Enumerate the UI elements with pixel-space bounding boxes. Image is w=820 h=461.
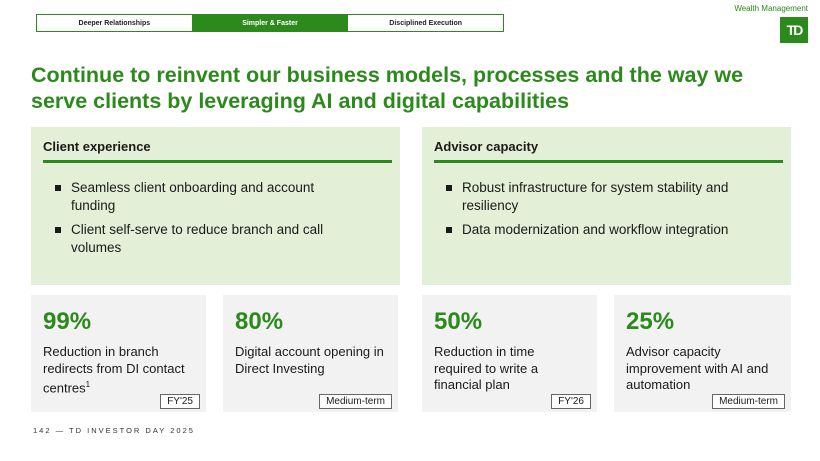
footnote-marker: 1 xyxy=(85,380,91,389)
bullet-text: Client self-serve to reduce branch and c… xyxy=(71,222,324,255)
bullet-square-icon xyxy=(55,185,61,191)
panel-title: Advisor capacity xyxy=(434,139,783,163)
stat-description: Digital account opening in Direct Invest… xyxy=(235,344,384,376)
stat-card-advisor-capacity: 25% Advisor capacity improvement with AI… xyxy=(614,295,791,412)
stat-description: Advisor capacity improvement with AI and… xyxy=(626,344,769,392)
list-item: Client self-serve to reduce branch and c… xyxy=(55,221,388,257)
bullet-square-icon xyxy=(446,185,452,191)
stat-card-digital-account: 80% Digital account opening in Direct In… xyxy=(223,295,398,412)
stat-value: 50% xyxy=(434,308,483,335)
list-item: Robust infrastructure for system stabili… xyxy=(446,179,779,215)
bullet-text: Seamless client onboarding and account f… xyxy=(71,180,315,213)
stat-card-financial-plan: 50% Reduction in time required to write … xyxy=(422,295,597,412)
tab-simpler-faster[interactable]: Simpler & Faster xyxy=(192,15,349,31)
advisor-capacity-panel: Advisor capacity Robust infrastructure f… xyxy=(422,127,791,285)
stat-description: Reduction in branch redirects from DI co… xyxy=(43,344,193,397)
stat-card-branch-redirects: 99% Reduction in branch redirects from D… xyxy=(31,295,206,412)
stat-description: Reduction in time required to write a fi… xyxy=(434,344,539,392)
timeframe-badge: FY'25 xyxy=(160,394,200,409)
bullet-square-icon xyxy=(446,227,452,233)
bullet-square-icon xyxy=(55,227,61,233)
section-tabs: Deeper Relationships Simpler & Faster Di… xyxy=(36,14,504,32)
tab-disciplined-execution[interactable]: Disciplined Execution xyxy=(389,19,463,27)
page-title: Continue to reinvent our business models… xyxy=(31,63,744,113)
timeframe-badge: FY'26 xyxy=(551,394,591,409)
division-label: Wealth Management xyxy=(734,4,808,13)
bullet-list: Robust infrastructure for system stabili… xyxy=(434,179,779,239)
stat-value: 80% xyxy=(235,308,284,335)
bullet-text: Data modernization and workflow integrat… xyxy=(462,222,729,237)
timeframe-badge: Medium-term xyxy=(319,394,392,409)
td-logo: TD xyxy=(780,17,808,43)
client-experience-panel: Client experience Seamless client onboar… xyxy=(31,127,400,285)
stat-value: 25% xyxy=(626,308,675,335)
list-item: Data modernization and workflow integrat… xyxy=(446,221,779,239)
panel-title: Client experience xyxy=(43,139,392,163)
tab-deeper-relationships[interactable]: Deeper Relationships xyxy=(37,15,193,31)
stat-description-text: Reduction in branch redirects from DI co… xyxy=(43,344,185,396)
timeframe-badge: Medium-term xyxy=(712,394,785,409)
stat-value: 99% xyxy=(43,308,92,335)
bullet-list: Seamless client onboarding and account f… xyxy=(43,179,388,257)
bullet-text: Robust infrastructure for system stabili… xyxy=(462,180,729,213)
page-footer: 142 — TD INVESTOR DAY 2025 xyxy=(33,426,195,435)
list-item: Seamless client onboarding and account f… xyxy=(55,179,388,215)
